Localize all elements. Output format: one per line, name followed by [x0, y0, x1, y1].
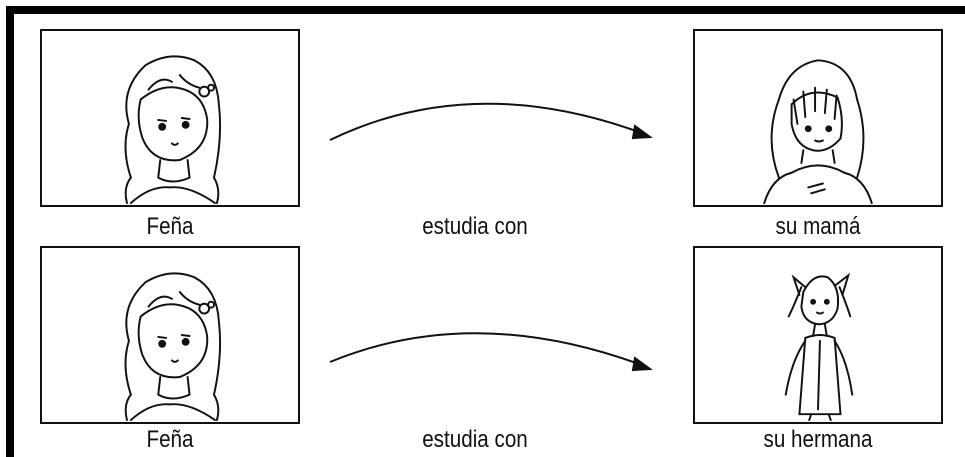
arrow-row1 — [329, 102, 653, 141]
subject-label-row2: Feña — [146, 426, 194, 453]
object-label-row2: su hermana — [763, 426, 873, 453]
subject-label-row1: Feña — [146, 213, 194, 240]
sister-portrait-row2 — [693, 246, 943, 424]
object-label-row1: su mamá — [775, 213, 861, 240]
verb-label-row1: estudia con — [422, 213, 528, 240]
arrow-row2 — [329, 332, 653, 372]
girl-portrait-row1 — [40, 29, 300, 207]
girl-portrait-row2 — [40, 246, 300, 424]
mother-portrait-row1 — [693, 29, 943, 207]
verb-label-row2: estudia con — [422, 426, 528, 453]
